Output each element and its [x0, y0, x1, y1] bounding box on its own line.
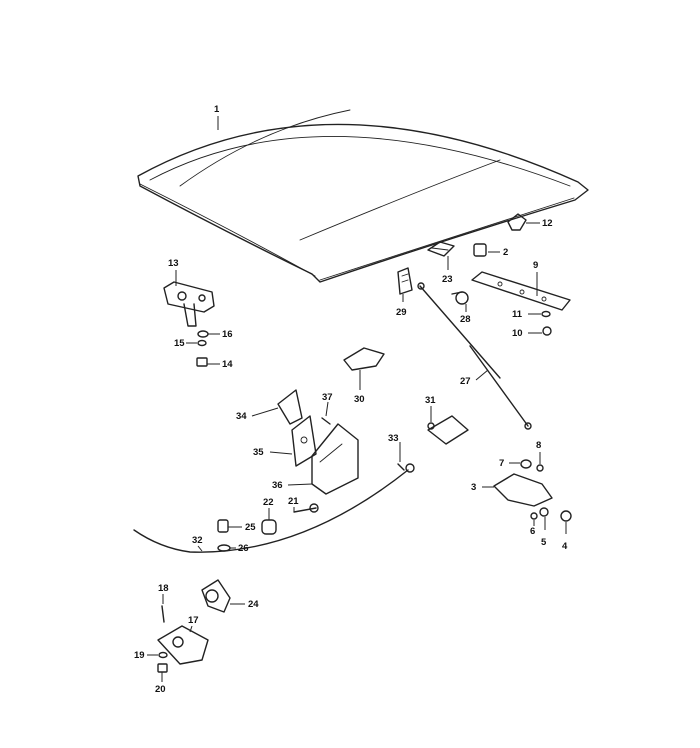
- callout-34: 34: [236, 411, 247, 422]
- callout-24: 24: [248, 599, 259, 610]
- callout-5: 5: [541, 537, 547, 548]
- bolt-4: [560, 510, 572, 522]
- hood-latch: [163, 281, 215, 327]
- lock-housing: [201, 579, 231, 613]
- mounting-bracket: [471, 271, 571, 311]
- callout-37: 37: [322, 392, 333, 403]
- release-bracket: [427, 415, 469, 445]
- screw-21: [293, 503, 319, 513]
- callout-9: 9: [533, 260, 538, 271]
- washer-11: [541, 310, 551, 318]
- callout-12: 12: [542, 218, 553, 229]
- callout-13: 13: [168, 258, 179, 269]
- callout-6: 6: [530, 526, 535, 537]
- callouts: 1 2 3 4 5 6 7 8 9 10 11 12 13: [134, 104, 568, 695]
- callout-28: 28: [460, 314, 471, 325]
- pin-33: [397, 463, 405, 471]
- callout-23: 23: [442, 274, 453, 285]
- bushing-7: [520, 459, 532, 469]
- nut-14: [196, 357, 208, 367]
- callout-35: 35: [253, 447, 264, 458]
- callout-3: 3: [471, 482, 476, 493]
- callout-20: 20: [155, 684, 166, 695]
- callout-32: 32: [192, 535, 203, 546]
- seal-strip: [427, 241, 455, 257]
- callout-19: 19: [134, 650, 145, 661]
- callout-26: 26: [238, 543, 249, 554]
- hood-clip: [507, 213, 527, 231]
- callout-17: 17: [188, 615, 199, 626]
- lower-latch: [157, 625, 209, 665]
- washer-19: [158, 651, 168, 659]
- callout-1: 1: [214, 104, 220, 115]
- rubber-buffer: [473, 243, 487, 257]
- callout-22: 22: [263, 497, 274, 508]
- hood-panel: [137, 109, 589, 283]
- callout-29: 29: [396, 307, 407, 318]
- callout-14: 14: [222, 359, 233, 370]
- grommet-22: [261, 519, 277, 535]
- clip-plate: [343, 347, 385, 371]
- callout-31: 31: [425, 395, 436, 406]
- bolt-25: [217, 519, 229, 533]
- washer-5: [539, 507, 549, 517]
- callout-18: 18: [158, 583, 169, 594]
- callout-33: 33: [388, 433, 399, 444]
- washer-26: [217, 544, 231, 552]
- callout-4: 4: [562, 541, 568, 552]
- callout-21: 21: [288, 496, 299, 507]
- callout-10: 10: [512, 328, 523, 339]
- release-lever: [291, 415, 317, 467]
- callout-16: 16: [222, 329, 233, 340]
- hinge-3: [493, 473, 553, 507]
- callout-11: 11: [512, 309, 523, 320]
- callout-2: 2: [503, 247, 508, 258]
- gas-strut: [417, 282, 532, 430]
- callout-15: 15: [174, 338, 185, 349]
- strut-bracket: [397, 267, 413, 295]
- callout-27: 27: [460, 376, 471, 387]
- ball-stud: [451, 291, 469, 305]
- nut-20: [157, 663, 168, 673]
- callout-25: 25: [245, 522, 256, 533]
- release-cable: [133, 463, 415, 553]
- screw-10: [542, 326, 552, 336]
- lever-bracket: [277, 389, 303, 425]
- callout-36: 36: [272, 480, 283, 491]
- screw-37: [321, 417, 331, 425]
- lever-housing: [311, 423, 359, 495]
- clip-8: [536, 464, 544, 472]
- washer-6: [530, 512, 538, 520]
- bolt-18: [161, 605, 165, 623]
- callout-30: 30: [354, 394, 365, 405]
- callout-7: 7: [499, 458, 504, 469]
- washer-16: [197, 330, 209, 338]
- callout-8: 8: [536, 440, 541, 451]
- washer-15: [197, 339, 207, 347]
